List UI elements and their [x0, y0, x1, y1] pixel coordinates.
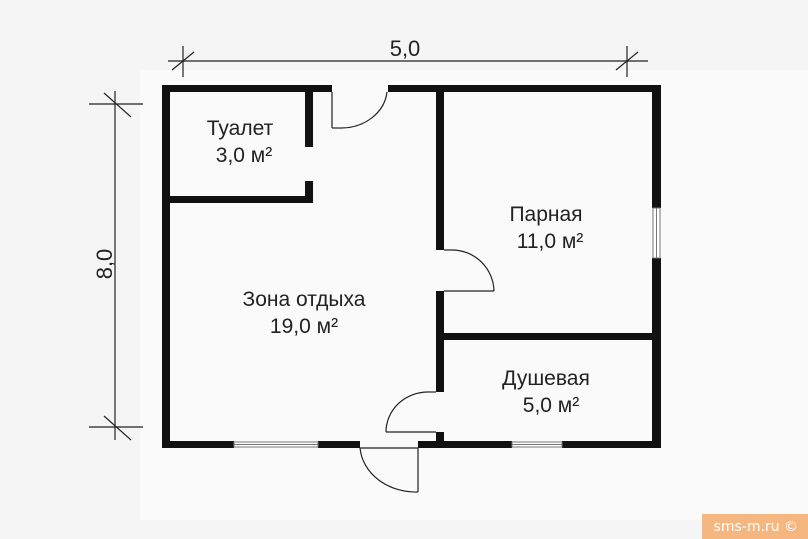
width-dimension-line [168, 46, 648, 77]
room-area: 5,0 м² [523, 394, 579, 417]
room-name: Душевая [502, 367, 590, 390]
room-toilet: Туалет 3,0 м² [207, 117, 274, 167]
door-shower [385, 391, 436, 433]
door-steam-room [444, 249, 495, 292]
room-shower: Душевая 5,0 м² [502, 367, 590, 417]
windows [233, 207, 661, 448]
height-dimension-label: 8,0 [92, 249, 117, 280]
doors [331, 91, 495, 493]
watermark: sms-m.ru © [701, 514, 808, 539]
door-toilet-hall [331, 91, 388, 129]
room-area: 11,0 м² [517, 230, 584, 253]
height-dimension-line [89, 91, 143, 441]
room-name: Зона отдыха [243, 288, 366, 311]
room-area: 19,0 м² [270, 315, 338, 338]
room-rest-zone: Зона отдыха 19,0 м² [243, 288, 366, 338]
room-area: 3,0 м² [216, 144, 272, 167]
room-name: Парная [509, 203, 582, 226]
room-steam-room: Парная 11,0 м² [509, 203, 583, 253]
door-entrance [359, 447, 419, 493]
walls [162, 85, 661, 448]
room-name: Туалет [207, 117, 274, 140]
width-dimension-label: 5,0 [390, 36, 421, 61]
